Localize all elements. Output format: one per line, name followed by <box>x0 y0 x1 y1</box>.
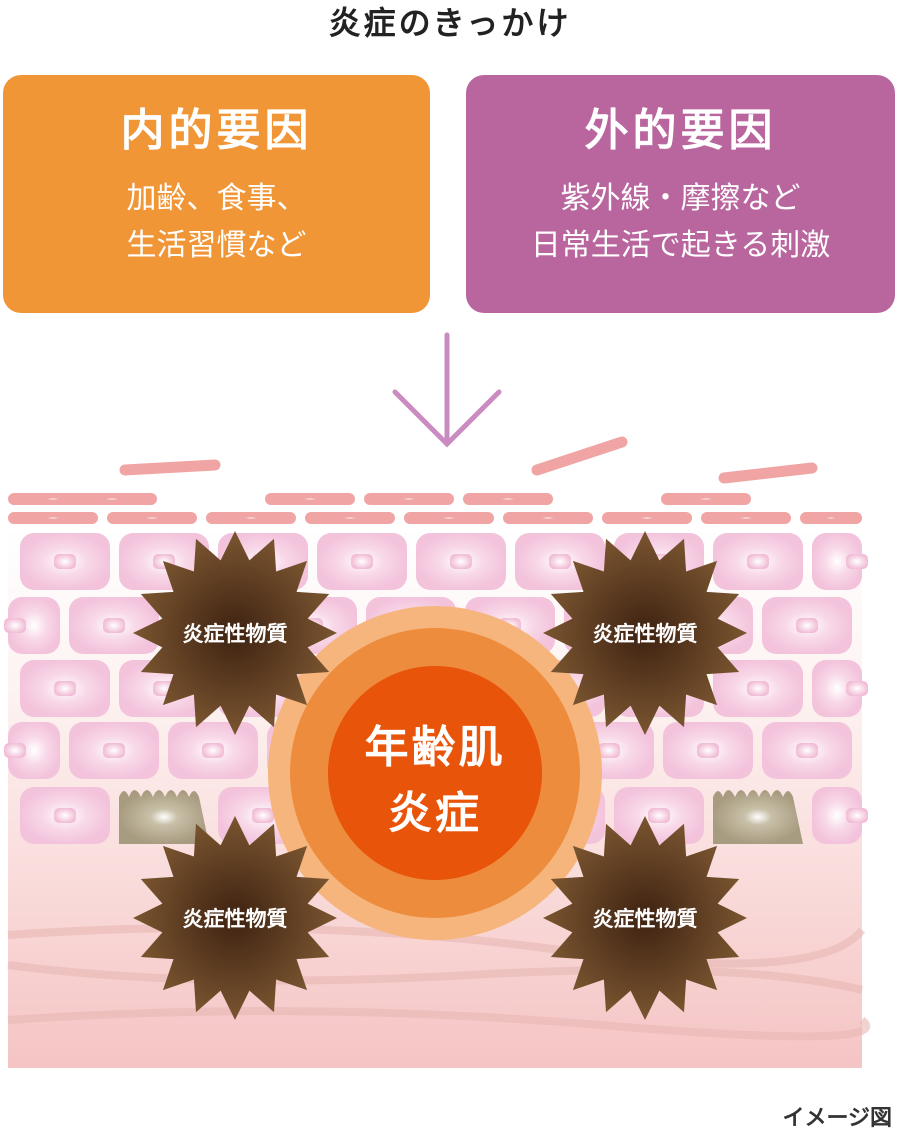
image-note: イメージ図 <box>782 1106 892 1131</box>
cell-nucleus <box>252 808 274 823</box>
cell-nucleus <box>598 743 620 758</box>
cell-nucleus <box>846 681 868 696</box>
skin-cell <box>8 597 60 654</box>
inflammatory-substance-burst: 炎症性物質 <box>543 816 747 1020</box>
inflammatory-substance-burst: 炎症性物質 <box>133 531 337 735</box>
cell-nucleus <box>450 554 472 569</box>
flat-cell <box>718 462 818 484</box>
flat-cell <box>265 493 355 505</box>
inflammatory-substance-burst: 炎症性物質 <box>133 816 337 1020</box>
down-arrow-icon <box>392 332 502 448</box>
external-factors-line1: 紫外線・摩擦など <box>560 181 801 216</box>
internal-factors-box: 内的要因 加齢、食事、生活習慣など <box>3 75 430 313</box>
flat-cell <box>107 512 197 524</box>
cell-nucleus <box>54 681 76 696</box>
inflammatory-substance-label: 炎症性物質 <box>593 907 698 931</box>
flat-cell <box>602 512 692 524</box>
flat-cell <box>8 512 98 524</box>
cell-nucleus <box>846 554 868 569</box>
flat-cell <box>119 459 221 476</box>
cell-nucleus <box>54 554 76 569</box>
skin-cell <box>812 660 862 717</box>
cell-nucleus <box>4 618 26 633</box>
external-factors-box: 外的要因 紫外線・摩擦など日常生活で起きる刺激 <box>466 75 895 313</box>
flat-cell <box>463 493 553 505</box>
cell-nucleus <box>202 743 224 758</box>
flat-cell <box>67 493 157 505</box>
core-label-line1: 年齢肌 <box>365 722 506 773</box>
cell-nucleus <box>54 808 76 823</box>
flat-cell <box>503 512 593 524</box>
diagram-title: 炎症のきっかけ <box>328 4 572 42</box>
cell-nucleus <box>846 808 868 823</box>
flat-cell <box>800 512 862 524</box>
internal-factors-line1: 加齢、食事、 <box>126 181 307 216</box>
cell-nucleus <box>796 618 818 633</box>
internal-factors-line2: 生活習慣など <box>126 228 307 263</box>
cell-nucleus <box>549 554 571 569</box>
internal-factors-heading: 内的要因 <box>120 105 313 156</box>
cell-nucleus <box>103 743 125 758</box>
cell-nucleus <box>648 808 670 823</box>
melanocyte <box>119 790 209 844</box>
inflammatory-substance-burst: 炎症性物質 <box>543 531 747 735</box>
inflammatory-substance-label: 炎症性物質 <box>183 907 288 931</box>
inflammatory-substance-label: 炎症性物質 <box>593 622 698 646</box>
flat-cell <box>661 493 751 505</box>
flat-cell <box>701 512 791 524</box>
cell-nucleus <box>4 743 26 758</box>
skin-cell <box>812 533 862 590</box>
flat-cell <box>206 512 296 524</box>
aging-inflammation-core: 年齢肌 炎症 <box>268 606 602 940</box>
cell-nucleus <box>103 618 125 633</box>
cell-nucleus <box>796 743 818 758</box>
skin-cell <box>8 722 60 779</box>
core-label-line2: 炎症 <box>388 788 482 839</box>
flat-cell <box>531 436 628 476</box>
cell-nucleus <box>747 554 769 569</box>
cell-nucleus <box>697 743 719 758</box>
flat-cell <box>305 512 395 524</box>
external-factors-heading: 外的要因 <box>584 105 777 156</box>
cell-nucleus <box>747 681 769 696</box>
cell-nucleus <box>351 554 373 569</box>
external-factors-line2: 日常生活で起きる刺激 <box>530 228 831 263</box>
skin-cell <box>812 787 862 844</box>
flat-cell <box>364 493 454 505</box>
inflammatory-substance-label: 炎症性物質 <box>183 622 288 646</box>
flat-cell <box>404 512 494 524</box>
melanocyte <box>713 790 803 844</box>
